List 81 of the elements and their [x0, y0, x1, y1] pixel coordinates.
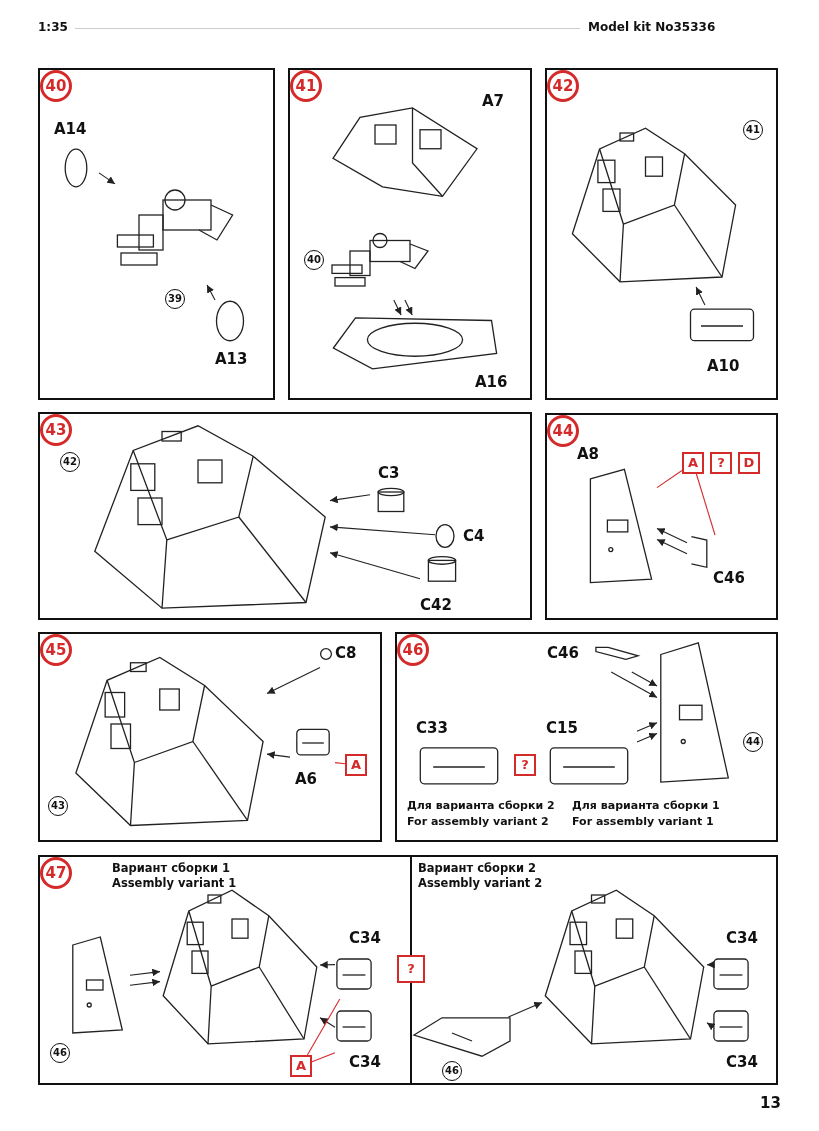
part-number: A16	[475, 373, 508, 391]
arrow	[695, 286, 706, 306]
leader-line	[311, 1052, 336, 1063]
step-panel	[545, 68, 778, 400]
step-panel	[38, 632, 382, 842]
part-number: C42	[420, 596, 452, 614]
variant-heading: Assembly variant 2	[418, 876, 543, 890]
paint-code-box: A	[290, 1055, 312, 1077]
leader-line	[334, 762, 346, 765]
arrow	[129, 978, 161, 987]
part-number: A13	[215, 350, 248, 368]
variant-heading: Вариант сборки 1	[112, 861, 231, 875]
step-number: 41	[290, 70, 322, 102]
part-number: C8	[335, 644, 357, 662]
paint-code-box: A	[682, 452, 704, 474]
arrow	[636, 722, 658, 732]
step-panel	[395, 632, 778, 842]
part-number: A6	[295, 770, 318, 788]
part-number: A7	[482, 92, 505, 110]
step-number: 44	[547, 415, 579, 447]
arrow	[266, 751, 291, 759]
step-panel	[288, 68, 532, 400]
paint-code-box: ?	[397, 955, 425, 983]
leader-line	[656, 469, 683, 489]
variant-caption: For assembly variant 2	[407, 815, 549, 828]
part-number: A8	[577, 445, 600, 463]
arrow	[656, 538, 688, 555]
part-number: C46	[547, 644, 579, 662]
paint-code-box: ?	[710, 452, 732, 474]
arrow	[706, 960, 715, 969]
arrow	[98, 172, 116, 185]
model-number: Model kit No35336	[588, 20, 716, 34]
part-number: C34	[349, 1053, 381, 1071]
leader-line	[695, 473, 716, 536]
step-number: 46	[397, 634, 429, 666]
arrow	[266, 667, 321, 695]
arrow	[631, 671, 658, 687]
part-number: A10	[707, 357, 740, 375]
arrow	[507, 1001, 543, 1018]
step-number: 43	[40, 414, 72, 446]
variant-caption: Для варианта сборки 1	[572, 799, 720, 812]
scale-text: 1:35	[38, 20, 68, 34]
part-number: C33	[416, 719, 448, 737]
step-number: 47	[40, 857, 72, 889]
step-number: 40	[40, 70, 72, 102]
step-panel	[38, 855, 778, 1085]
variant-caption: For assembly variant 1	[572, 815, 714, 828]
arrow	[206, 284, 216, 301]
part-number: C34	[726, 929, 758, 947]
arrow	[636, 733, 658, 743]
part-number: C34	[349, 929, 381, 947]
variant-caption: Для варианта сборки 2	[407, 799, 555, 812]
arrow	[329, 551, 421, 580]
part-number: C3	[378, 464, 400, 482]
step-panel	[545, 413, 778, 620]
part-number: C15	[546, 719, 578, 737]
arrow	[329, 494, 371, 504]
arrow	[393, 299, 402, 316]
step-panel	[38, 68, 275, 400]
arrow	[319, 1017, 336, 1028]
arrow	[129, 968, 161, 977]
arrow	[706, 1022, 716, 1031]
arrow	[404, 299, 413, 316]
arrow	[329, 523, 436, 536]
part-number: C46	[713, 569, 745, 587]
arrow	[610, 671, 658, 698]
paint-code-box: ?	[514, 754, 536, 776]
leader-line	[306, 998, 341, 1056]
part-number: A14	[54, 120, 87, 138]
variant-heading: Assembly variant 1	[112, 876, 237, 890]
arrow	[319, 960, 336, 969]
paint-code-box: A	[345, 754, 367, 776]
arrow	[656, 527, 688, 544]
paint-code-box: D	[738, 452, 760, 474]
variant-heading: Вариант сборки 2	[418, 861, 537, 875]
part-number: C34	[726, 1053, 758, 1071]
step-number: 42	[547, 70, 579, 102]
part-number: C4	[463, 527, 485, 545]
page-number: 13	[760, 1094, 781, 1112]
step-panel	[38, 412, 532, 620]
step-number: 45	[40, 634, 72, 666]
